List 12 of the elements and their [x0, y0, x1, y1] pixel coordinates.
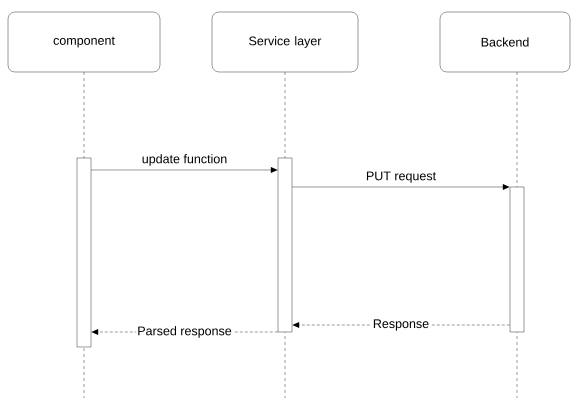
- edge-label: update function: [142, 154, 226, 166]
- participant-box: Service layer: [212, 12, 358, 72]
- edge-label: Response: [372, 318, 430, 332]
- edge-label: PUT request: [366, 172, 436, 183]
- edge-label: Parsed response: [136, 325, 233, 339]
- activation-bar: [278, 158, 292, 332]
- activation-bar: [76, 158, 92, 348]
- participant-box: component: [8, 12, 160, 72]
- activation-bar: [510, 186, 524, 332]
- arrow: [292, 184, 510, 190]
- arrow: [91, 167, 278, 173]
- participant-box: Backend: [440, 12, 570, 72]
